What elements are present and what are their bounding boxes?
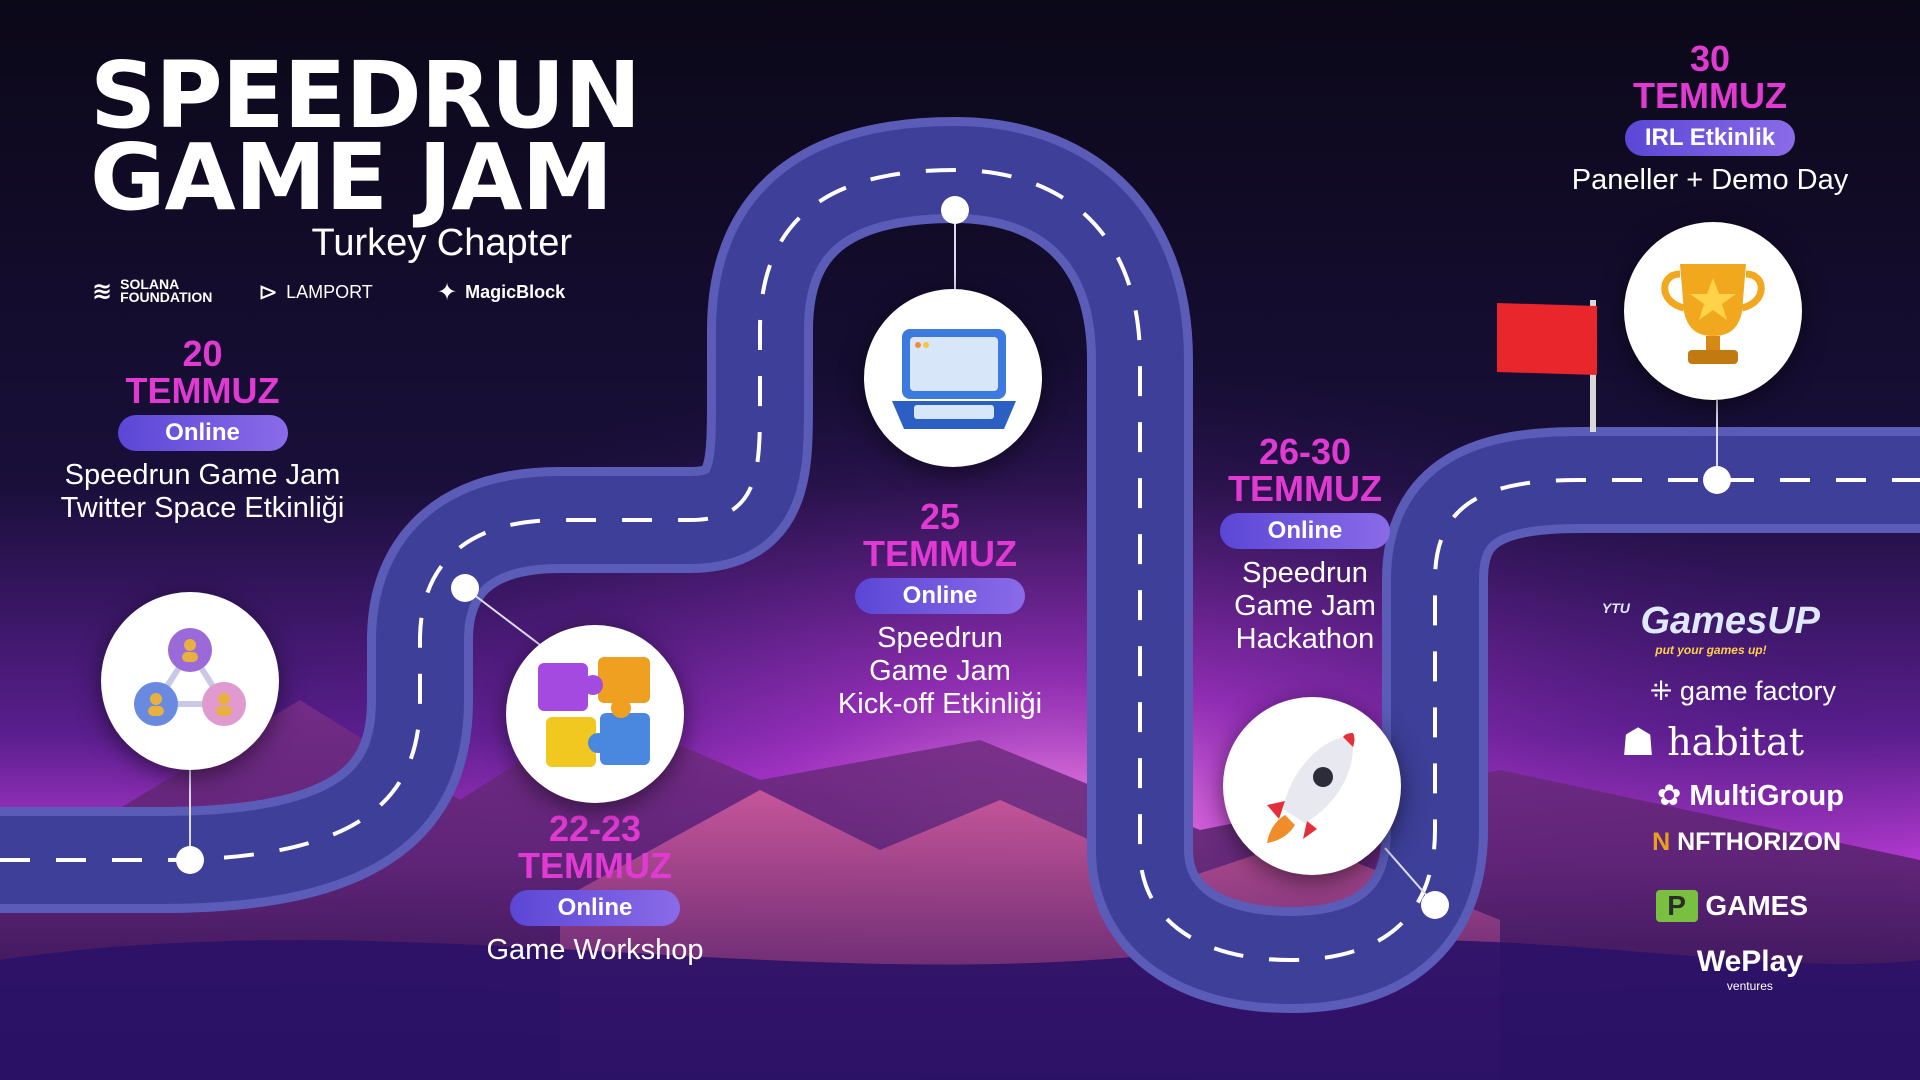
event-day: 20 (182, 333, 223, 374)
event-day: 25 (919, 496, 961, 537)
finish-flag-icon (1497, 300, 1597, 432)
p-games-icon: P (1655, 890, 1698, 922)
partner-prefix: YTU (1601, 600, 1630, 616)
partner-name: WePlay (1696, 945, 1803, 978)
event-type-badge: Online (1220, 513, 1390, 549)
event-2: 22-23 TEMMUZ Online Game Workshop (440, 810, 750, 967)
partner-name: NFTHORIZON (1677, 828, 1841, 856)
event-desc-line: Game Workshop (486, 934, 704, 966)
event-desc-line: Paneller + Demo Day (1571, 164, 1849, 196)
event-type-badge: Online (510, 890, 680, 926)
event-month: TEMMUZ (1228, 468, 1382, 509)
organizer-name: SOLANA FOUNDATION (120, 276, 213, 305)
event-desc-line: Twitter Space Etkinliği (60, 492, 345, 524)
organizer-lamport: ⊳ LAMPORT (258, 278, 373, 307)
habitat-icon: ☗ (1621, 720, 1656, 764)
organizer-magicblock: ✦ MagicBlock (437, 278, 565, 307)
event-desc-line: Speedrun (1242, 557, 1368, 589)
title-line-1: SPEEDRUN (90, 42, 641, 149)
event-day: 22-23 (548, 808, 642, 849)
partner-name: game factory (1679, 676, 1836, 706)
magicblock-logo-icon: ✦ (437, 279, 458, 306)
event-desc-line: Hackathon (1235, 623, 1375, 655)
event-3: 25 TEMMUZ Online Speedrun Game Jam Kick-… (790, 498, 1090, 721)
event-day: 26-30 (1258, 431, 1352, 472)
partner-name: habitat (1667, 720, 1804, 764)
event-type-badge: IRL Etkinlik (1625, 120, 1795, 156)
event-type-badge: Online (855, 578, 1025, 614)
partner-p-games-logo: P GAMES (1655, 890, 1808, 922)
partner-tagline: ventures (1726, 979, 1773, 993)
event-type-badge: Online (117, 415, 288, 451)
event-desc-line: Kick-off Etkinliği (837, 688, 1043, 720)
game-factory-icon: ⁜ (1649, 676, 1673, 706)
event-desc-line: Speedrun (877, 622, 1003, 654)
partner-gamesup-logo: YTU GamesUP put your games up! (1602, 600, 1820, 657)
partner-name: GAMES (1705, 890, 1808, 921)
puzzle-icon (506, 625, 684, 803)
event-4: 26-30 TEMMUZ Online Speedrun Game Jam Ha… (1185, 433, 1425, 656)
event-5: 30 TEMMUZ IRL Etkinlik Paneller + Demo D… (1530, 40, 1890, 197)
title-line-2: GAME JAM (90, 124, 613, 231)
partner-multigroup-logo: ✿ MultiGroup (1657, 778, 1844, 813)
event-desc-line: Game Jam (1234, 590, 1376, 622)
laptop-icon (864, 289, 1042, 467)
event-month: TEMMUZ (125, 370, 280, 411)
people-network-icon (101, 592, 279, 770)
rocket-icon (1223, 697, 1401, 875)
trophy-icon (1624, 222, 1802, 400)
lamport-logo-icon: ⊳ (258, 279, 279, 306)
page-subtitle: Turkey Chapter (311, 222, 572, 264)
partner-nft-horizon-logo: Ν NFTHORIZON (1652, 828, 1841, 857)
solana-logo-icon: ≋ (92, 277, 113, 305)
partner-tagline: put your games up! (1655, 643, 1767, 657)
organizer-name: MagicBlock (465, 282, 566, 302)
partner-weplay-logo: WePlay ventures (1697, 945, 1803, 993)
event-desc-line: Speedrun Game Jam (64, 459, 341, 491)
page-title: SPEEDRUN GAME JAM (90, 42, 641, 231)
event-1: 20 TEMMUZ Online Speedrun Game Jam Twitt… (30, 335, 375, 525)
partner-habitat-logo: ☗ habitat (1621, 720, 1804, 764)
event-desc-line: Game Jam (869, 655, 1011, 687)
nft-horizon-icon: Ν (1652, 828, 1671, 856)
organizer-name: LAMPORT (286, 282, 373, 302)
event-month: TEMMUZ (863, 533, 1017, 574)
partner-game-factory-logo: ⁜ game factory (1650, 676, 1836, 707)
event-month: TEMMUZ (1633, 75, 1787, 116)
partner-name: MultiGroup (1689, 780, 1844, 812)
event-month: TEMMUZ (518, 845, 672, 886)
partner-name: GamesUP (1640, 600, 1820, 642)
event-day: 30 (1689, 38, 1731, 79)
multigroup-icon: ✿ (1656, 780, 1682, 812)
organizer-solana: ≋ SOLANA FOUNDATION (92, 276, 213, 305)
